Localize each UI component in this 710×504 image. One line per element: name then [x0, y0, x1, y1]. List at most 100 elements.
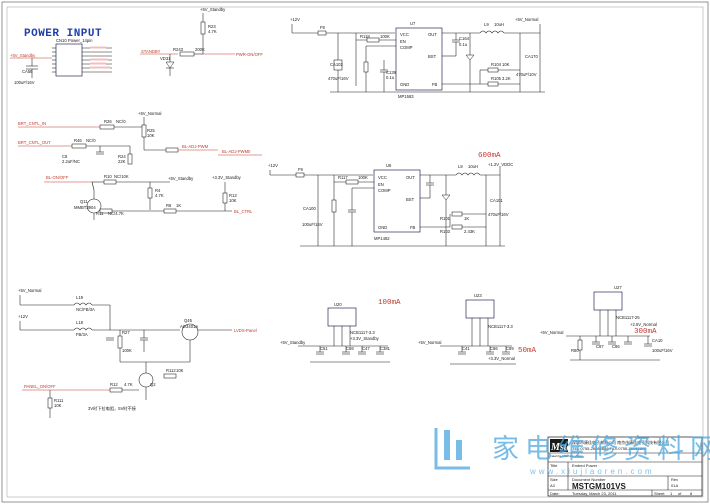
q11-ref: Q11 — [80, 199, 88, 204]
section-title: POWER INPUT — [24, 28, 102, 40]
size-value: A3 — [550, 483, 556, 488]
current-600ma: 600mA — [478, 152, 501, 160]
ldo1-rail-in: +5V_Standby — [280, 340, 306, 345]
buck1-ic-name: MP1583 — [398, 94, 414, 99]
r27-value: 100K — [122, 348, 132, 353]
cap-ca56-value: 100uF/16V — [14, 80, 35, 85]
bl-ctrl-net: BL_CTRL — [234, 209, 253, 214]
watermark-logo-icon — [434, 428, 470, 470]
r111-value: 10K — [54, 403, 62, 408]
buck1-r-en-value: 100K — [380, 34, 390, 39]
buck1-r-fb1-value: 10K — [502, 62, 510, 67]
r46-value: NC/0 — [86, 138, 96, 143]
r25-value: 10K — [147, 133, 155, 138]
ldo2-rail-in: +5V_Normal — [418, 340, 441, 345]
ldo2-name: NCB1117-3.3 — [488, 324, 513, 329]
ldo1-c1: C51 — [320, 346, 328, 351]
buck2-ic-ref: U6 — [386, 163, 392, 168]
buck2-rail-in: +12V — [268, 163, 278, 168]
r24-ref: R24 — [118, 154, 126, 159]
c8-value: 2.2uF/NC — [62, 159, 80, 164]
buck1-fuse: F8 — [320, 25, 326, 30]
buck2-r-fb2-value: 2.43K — [464, 229, 475, 234]
title-block: Mstar 深圳市康佳电子有限公司 南京市康佳电子科技有限公司 TEL:0755… — [547, 436, 703, 497]
power-input-section: POWER INPUT +5V_Standby CN10 Power_14pin… — [10, 28, 112, 85]
ldo1-ref: U20 — [334, 302, 342, 307]
buck2-c-out-value: 470uF/16V — [488, 212, 509, 217]
r46-ref: R46 — [74, 138, 82, 143]
logo-text: Mstar — [550, 442, 576, 453]
r112-value: 10K — [176, 368, 184, 373]
buck-converter-2: 600mA +12V F9 U6 MP1482 VCC EN COMP GND … — [268, 152, 513, 247]
buck2-pin-bst: BST — [406, 197, 415, 202]
r11-ref: R11 — [96, 211, 104, 216]
ic-mp1583 — [395, 27, 443, 91]
buck2-inductor: L8 — [458, 164, 463, 169]
current-300ma: 300mA — [634, 328, 657, 336]
r13-ref: R13 — [229, 193, 237, 198]
sheet-inner-border — [6, 6, 704, 498]
r8-ref: R8 — [166, 203, 172, 208]
ldo3-ref: U27 — [614, 285, 622, 290]
r26-ref: R26 — [104, 119, 112, 124]
buck2-c-in-value: 100uF/16V — [302, 222, 323, 227]
l19-ref: L19 — [76, 295, 84, 300]
ldo3-rail-out: +2.5V_Normal — [630, 322, 657, 327]
r243-value: 200K — [195, 47, 205, 52]
buck2-pin-comp: COMP — [378, 188, 391, 193]
ldo3-rail-in: +5V_Normal — [540, 330, 563, 335]
buck1-r-fb1: R104 — [491, 62, 502, 67]
buck1-c-bst: C164 — [459, 36, 470, 41]
buck1-c-in: CA102 — [330, 62, 343, 67]
buck2-pin-vcc: VCC — [378, 175, 387, 180]
of-label: of — [678, 491, 682, 496]
backlight-control-block: BL-ON/OFF R10 NC/10K R4 4.7K +5V_Standby… — [44, 174, 253, 220]
connector-name: Power_14pin — [68, 38, 93, 43]
ldo1-c4: C381 — [380, 346, 391, 351]
docnum-label: Document Number — [572, 477, 606, 482]
ic-mp1482 — [373, 169, 421, 233]
buck2-inductor-value: 10uH — [468, 164, 478, 169]
r12-value: 4.7K — [124, 382, 133, 387]
buck2-fuse: F9 — [298, 167, 304, 172]
ldo1-rail-out: +3.3V_Standby — [350, 336, 380, 341]
connector-rail: +5V_Standby — [10, 53, 36, 58]
buck2-rail-out: +1.2V_VDDC — [488, 162, 513, 167]
buck1-ic-ref: U7 — [410, 21, 416, 26]
watermark-text: 家电维修资料网 — [492, 434, 710, 465]
standby-control-block: +5V_Standby R23 4.7K PWR-ON/OFF STANDBY … — [140, 7, 263, 76]
l18-value: FB/3A — [76, 332, 88, 337]
r10-value: NC/10K — [114, 174, 129, 179]
r25-ref: R25 — [147, 128, 155, 133]
panel-note: 3V时下拉电阻，5V时不接 — [88, 405, 137, 412]
ldo2-c3: C89 — [506, 346, 514, 351]
logo-block — [550, 439, 568, 452]
r243-ref: R243 — [173, 47, 184, 52]
ldo1-name: NCB1117-3.3 — [350, 330, 375, 335]
q11-value: MMBT3904 — [74, 205, 96, 210]
r10-ref: R10 — [104, 174, 112, 179]
lvds-panel-net: LVDS-Panel — [234, 328, 257, 333]
r4-ref: R4 — [155, 188, 161, 193]
panel-rail-in: +5V_Normal — [18, 288, 41, 293]
connector-cn10 — [55, 43, 83, 77]
date-label: Date: — [550, 491, 560, 496]
buck2-r-fb2: R103 — [440, 229, 451, 234]
buck2-pin-out: OUT — [406, 175, 415, 180]
r8-value: 1K — [176, 203, 181, 208]
buck1-c-out: CA170 — [525, 54, 538, 59]
buck2-c-in: CA100 — [303, 206, 316, 211]
connector-ref: CN10 — [56, 38, 67, 43]
standby-net: STANDBY — [141, 49, 161, 54]
buck2-r-en-value: 100K — [358, 175, 368, 180]
buck2-c-out: CA101 — [490, 198, 503, 203]
ldo-regulator-3: 300mA U27 NCB1117-25 +2.5V_Normal +5V_No… — [540, 285, 673, 361]
buck2-r-fb1: R101 — [440, 216, 451, 221]
docnum-value: MSTGM101VS — [572, 482, 626, 491]
brt-cntl-out-net: BRT_CNTL_OUT — [18, 140, 51, 145]
sheet-label: Sheet — [654, 491, 665, 496]
watermark-url: www.xiujiaoren.com — [529, 467, 655, 476]
r4-value: 4.7K — [155, 193, 164, 198]
ldo2-rail-out: +3.3V_Normal — [488, 356, 515, 361]
